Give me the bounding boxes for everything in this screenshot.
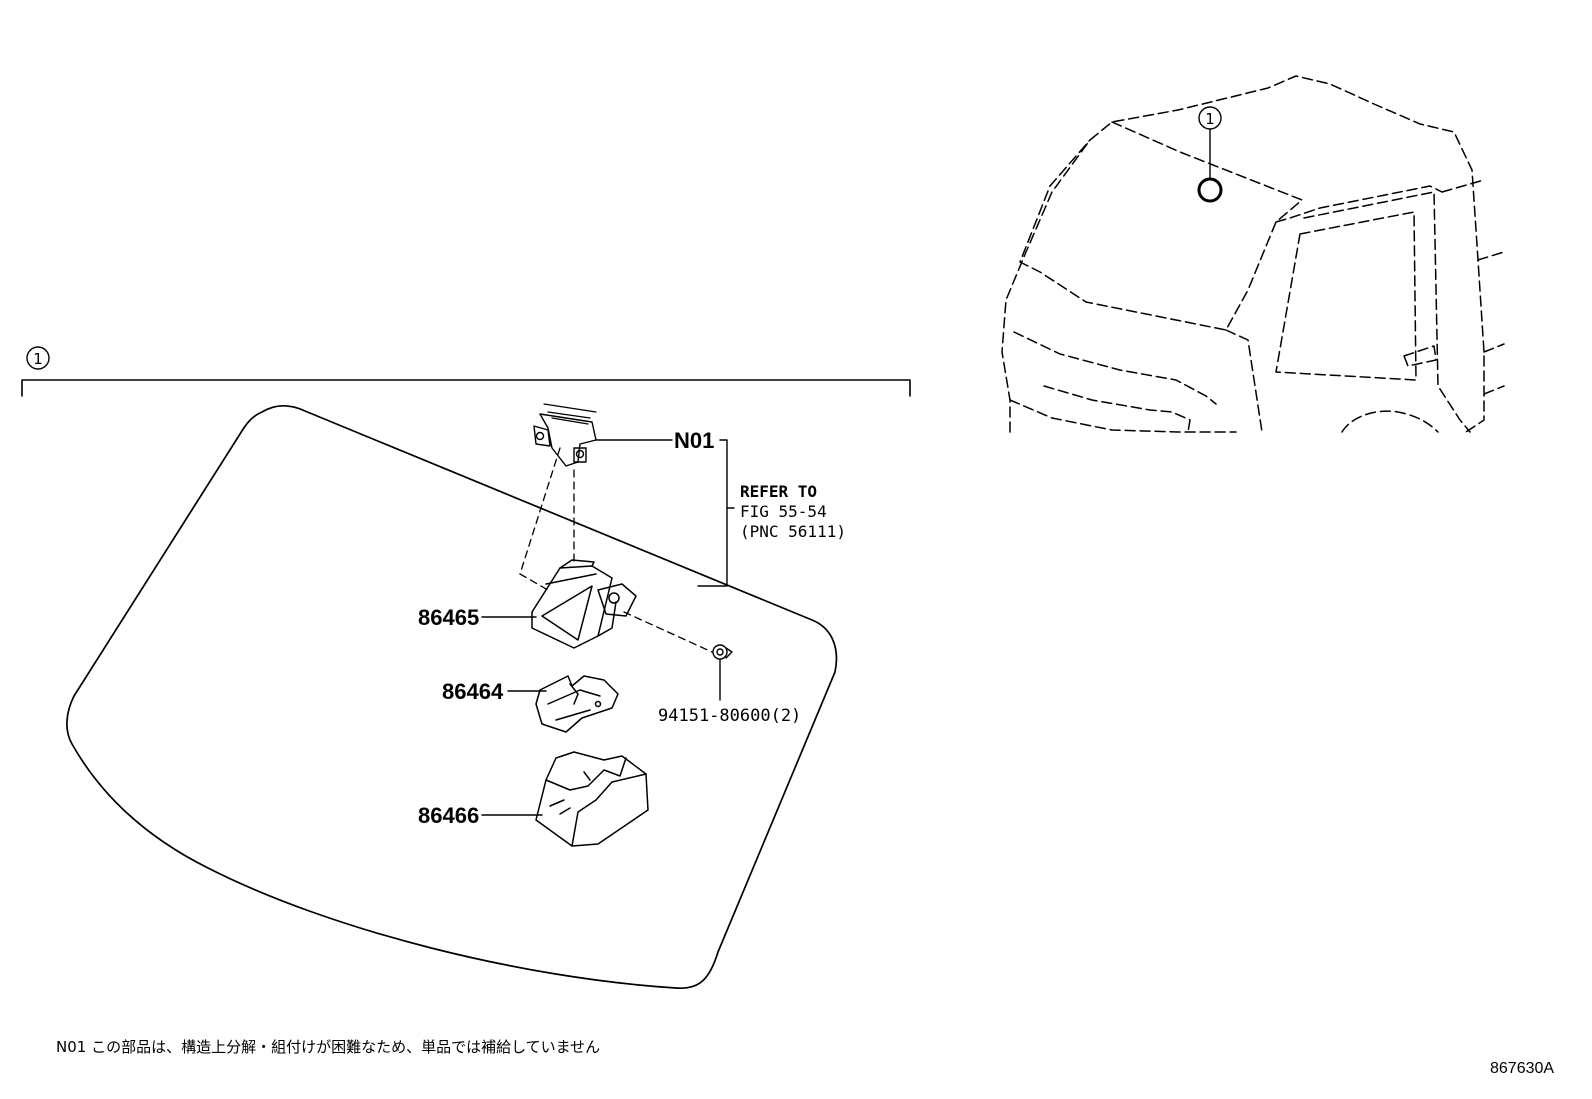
leader-lines [481, 439, 735, 816]
refer-to-note: REFER TO FIG 55-54 (PNC 56111) [740, 482, 846, 542]
sensor-location-marker [1197, 177, 1223, 203]
bolt-part [712, 644, 733, 660]
refer-line-1: REFER TO [740, 482, 818, 501]
part-label-86464: 86464 [442, 679, 504, 704]
refer-line-3: (PNC 56111) [740, 522, 846, 541]
assembly-dashed-lines [519, 447, 713, 653]
truck-callout-number: 1 [1205, 110, 1215, 128]
footnote: N01 この部品は、構造上分解・組付けが困難なため、単品では補給していません [56, 1038, 601, 1056]
callout-circle-1 [26, 346, 50, 370]
truck-cab-sketch [1001, 75, 1505, 433]
sensor-part-n01 [533, 403, 597, 467]
refer-line-2: FIG 55-54 [740, 502, 827, 521]
part-label-bolt: 94151-80600(2) [658, 706, 802, 726]
cover-part-86466 [535, 751, 649, 847]
windshield-glass [66, 405, 838, 989]
bracket-part-86465 [531, 559, 637, 649]
part-label-n01: N01 [674, 428, 715, 453]
part-label-86466: 86466 [418, 803, 480, 828]
callout-number-1: 1 [33, 350, 43, 368]
assembly-bracket: 1 [21, 346, 911, 397]
figure-code: 867630A [1490, 1060, 1555, 1077]
truck-callout: 1 [1197, 106, 1223, 203]
truck-callout-circle [1198, 106, 1222, 130]
part-label-86465: 86465 [418, 605, 480, 630]
cover-part-86464 [535, 675, 619, 733]
